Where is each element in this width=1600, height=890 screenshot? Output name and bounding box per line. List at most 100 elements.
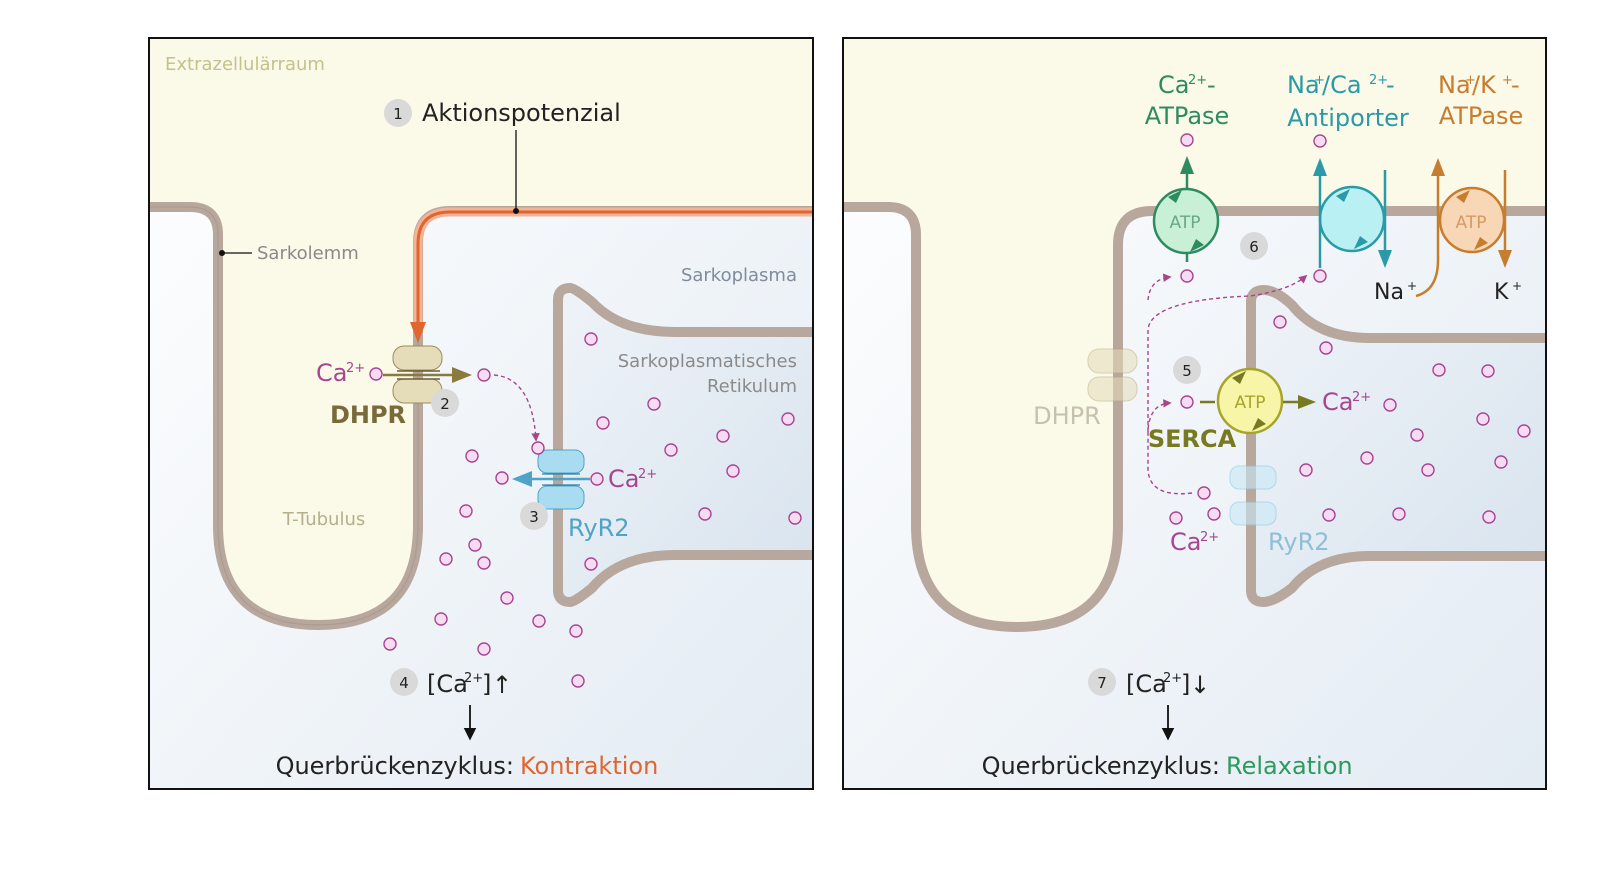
ca-ion (500, 591, 514, 605)
dhpr-channel-faded (1087, 348, 1138, 402)
ca-ion (664, 443, 678, 457)
step-7-number: 7 (1097, 674, 1107, 692)
ca-ion (716, 429, 730, 443)
extracellular-space-right (844, 39, 1545, 627)
ca-ryr-sup: 2+ (638, 467, 657, 482)
sarkoplasmatisches-retikulum-right (1246, 285, 1545, 607)
ca-ion (465, 449, 479, 463)
ca-serca-sup: 2+ (1352, 390, 1371, 405)
ca-ion (369, 367, 383, 381)
ca-ion (1383, 398, 1397, 412)
ca-ion (1481, 364, 1495, 378)
na-sup: + (1407, 279, 1417, 293)
ca-ryr-sup-right: 2+ (1200, 530, 1219, 545)
cycle-state-kontraktion: Kontraktion (520, 752, 658, 780)
ryr2-channel (537, 449, 585, 510)
ca-ion (596, 416, 610, 430)
ryr2-label: RyR2 (568, 514, 630, 542)
ca-ion (1421, 463, 1435, 477)
ca-ion (439, 552, 453, 566)
ca-ion (459, 504, 473, 518)
ca-ion (383, 637, 397, 651)
ncx-label-plus: + (1314, 73, 1325, 88)
ca-ion (590, 472, 604, 486)
ca-ion (647, 397, 661, 411)
dhpr-channel (392, 345, 443, 404)
nak-label-atpase: ATPase (1439, 102, 1524, 130)
step-6-badge (1240, 232, 1268, 260)
ca-ion (477, 368, 491, 382)
atp-label-nak: ATP (1456, 213, 1487, 233)
atp-label-serca: ATP (1235, 393, 1266, 413)
ca-ion (584, 557, 598, 571)
nak-label-plus: + (1465, 73, 1476, 88)
ca-ion (477, 556, 491, 570)
ca-path-to-serca (1147, 399, 1193, 495)
conc-right-sup: 2+ (1163, 671, 1182, 686)
dhpr-label-faded: DHPR (1033, 402, 1101, 430)
retikulum-label-line2: Retikulum (707, 376, 797, 397)
right-panel: Ca 2+ - ATPase ATP Na + /Ca 2+ - Antipor… (842, 37, 1547, 790)
ca-ion (1322, 508, 1336, 522)
ca-atpase-pump (1152, 156, 1220, 262)
ca-ion (1360, 451, 1374, 465)
ca-ion (1410, 428, 1424, 442)
conc-right-label: [Ca (1126, 670, 1167, 698)
step-5-number: 5 (1182, 362, 1192, 380)
ca-ryr-label: Ca (608, 465, 639, 493)
step-2-badge (431, 389, 459, 417)
ncx-label-ca: /Ca (1322, 71, 1362, 99)
ca-serca-label: Ca (1322, 388, 1353, 416)
step-3-number: 3 (529, 508, 539, 526)
k-label: K (1494, 280, 1509, 305)
ca-atpase-label-ca: Ca (1158, 71, 1189, 99)
ryr2-channel-faded (1229, 465, 1277, 526)
ca-path-to-ncx (1147, 274, 1308, 432)
cycle-state-relaxation: Relaxation (1226, 752, 1353, 780)
extracellular-space (150, 39, 812, 625)
k-sup: + (1512, 279, 1522, 293)
ca-ion (1180, 395, 1194, 409)
na-k-atpase (1415, 158, 1512, 298)
ca-ion (1482, 510, 1496, 524)
na-label: Na (1374, 280, 1404, 305)
ca-ion (1207, 507, 1221, 521)
step-5-badge (1173, 356, 1201, 384)
dhpr-label: DHPR (330, 401, 406, 429)
conc-left-label: [Ca (427, 670, 468, 698)
ca-ion (1197, 486, 1211, 500)
atp-label-pmca: ATP (1170, 213, 1201, 233)
ncx-label-antiporter: Antiporter (1287, 104, 1409, 132)
step-4-badge (390, 668, 418, 696)
ca-atpase-label-sup: 2+ (1188, 73, 1207, 88)
ncx-antiporter (1313, 158, 1392, 268)
nak-label-dash: - (1511, 71, 1520, 99)
ca-ion (477, 642, 491, 656)
sarkolemm-label: Sarkolemm (257, 243, 359, 264)
ca-ion (1319, 341, 1333, 355)
step-4-number: 4 (399, 674, 409, 692)
ca-ion (1494, 455, 1508, 469)
ca-ion (1299, 463, 1313, 477)
ca-ion (532, 614, 546, 628)
ca-ion (1180, 269, 1194, 283)
ncx-label-dash: - (1386, 71, 1395, 99)
step-3-badge (520, 502, 548, 530)
ca-ion (1313, 134, 1327, 148)
ncx-label-na: Na (1287, 71, 1320, 99)
ca-ion (1392, 507, 1406, 521)
nak-label-na: Na (1438, 71, 1471, 99)
ca-ion (781, 412, 795, 426)
ca-ion (788, 511, 802, 525)
step-6-number: 6 (1249, 238, 1259, 256)
action-potential-arrow (410, 322, 426, 343)
ncx-label-sup: 2+ (1369, 73, 1388, 88)
ryr2-label-faded: RyR2 (1268, 528, 1330, 556)
ca-ions-left (383, 332, 802, 688)
ca-ion (1313, 269, 1327, 283)
ca-ion (1517, 424, 1531, 438)
ca-ion (698, 507, 712, 521)
step-1-badge (384, 99, 412, 127)
ca-ion (531, 441, 545, 455)
ca-ion (571, 674, 585, 688)
